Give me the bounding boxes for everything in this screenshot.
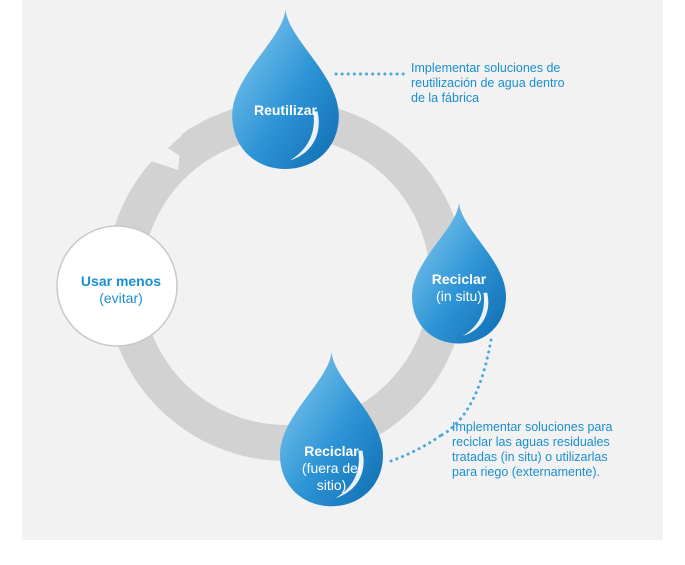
reciclar-note-line: tratadas (in situ) o utilizarlas — [452, 450, 608, 464]
usar-menos-label: Usar menos (evitar) — [57, 273, 185, 307]
bottom-note-connector — [386, 338, 493, 464]
reutilizar-note-line: de la fábrica — [411, 91, 480, 105]
usar-menos-title: Usar menos — [80, 273, 162, 289]
reciclar-insitu-subtitle: (in situ) — [436, 288, 482, 304]
reciclar-fuera-subtitle-2: sitio) — [316, 477, 347, 493]
cycle-arrow-head — [148, 132, 182, 170]
reutilizar-note-line: reutilización de agua dentro — [411, 76, 565, 90]
reutilizar-label: Reutilizar — [232, 102, 339, 119]
usar-menos-circle — [56, 225, 178, 347]
reciclar-note-line: para riego (externamente). — [452, 465, 600, 479]
reciclar-fuera-subtitle-1: (fuera del — [301, 460, 362, 476]
usar-menos-subtitle: (evitar) — [99, 290, 143, 306]
cycle-arrow-tip — [168, 128, 190, 160]
reutilizar-note: Implementar soluciones de reutilización … — [411, 61, 641, 106]
reutilizar-note-line: Implementar soluciones de — [411, 61, 561, 75]
reciclar-fuera-label: Reciclar (fuera del sitio) — [280, 443, 383, 494]
reciclar-insitu-label: Reciclar (in situ) — [412, 271, 506, 305]
reciclar-note-line: Implementar soluciones para — [452, 420, 613, 434]
reciclar-fuera-title: Reciclar — [304, 443, 359, 459]
reciclar-note-line: reciclar las aguas residuales — [452, 435, 610, 449]
reciclar-note: Implementar soluciones para reciclar las… — [452, 420, 667, 480]
drop-reutilizar — [232, 9, 339, 169]
reutilizar-title: Reutilizar — [253, 102, 317, 118]
reciclar-insitu-title: Reciclar — [431, 271, 487, 287]
